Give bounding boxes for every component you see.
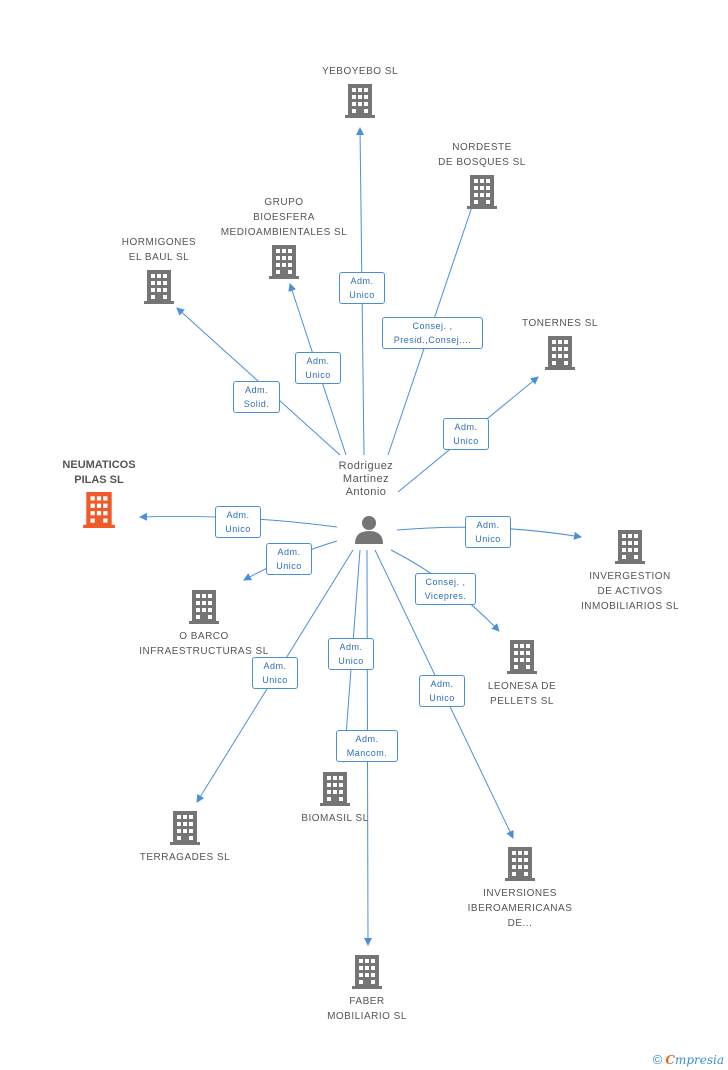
company-faber[interactable]: FABER MOBILIARIO SL [277, 955, 457, 1024]
person-name: Rodriguez Martinez Antonio [338, 460, 394, 498]
building-icon [345, 84, 375, 118]
company-label: FABER MOBILIARIO SL [327, 996, 407, 1022]
company-leonesa[interactable]: LEONESA DE PELLETS SL [432, 640, 612, 709]
building-icon [615, 530, 645, 564]
copyright-symbol: © [652, 1052, 663, 1067]
building-icon [83, 492, 115, 528]
building-icon [352, 955, 382, 989]
company-label: HORMIGONES EL BAUL SL [121, 237, 197, 263]
company-label: INVERSIONES IBEROAMERICANAS DE... [467, 888, 573, 929]
role-nordeste[interactable]: Consej. , Presid.,Consej.... [382, 317, 483, 349]
company-label: TERRAGADES SL [139, 852, 231, 863]
company-hormigones[interactable]: HORMIGONES EL BAUL SL [69, 235, 249, 309]
company-label: GRUPO BIOESFERA MEDIOAMBIENTALES SL [220, 197, 348, 238]
role-inversiones[interactable]: Adm. Unico [419, 675, 465, 707]
company-label: YEBOYEBO SL [321, 66, 399, 77]
role-biomasil-unico[interactable]: Adm. Unico [328, 638, 374, 670]
role-yeboyebo[interactable]: Adm. Unico [339, 272, 385, 304]
role-tonernes[interactable]: Adm. Unico [443, 418, 489, 450]
company-label: NORDESTE DE BOSQUES SL [438, 142, 526, 168]
company-neumaticos[interactable]: NEUMATICOS PILAS SL [9, 458, 189, 533]
role-hormigones[interactable]: Adm. Solid. [233, 381, 280, 413]
building-icon [269, 245, 299, 279]
company-label: TONERNES SL [522, 318, 598, 329]
company-nordeste[interactable]: NORDESTE DE BOSQUES SL [392, 140, 572, 214]
building-icon [189, 590, 219, 624]
building-icon [320, 772, 350, 806]
company-obarco[interactable]: O BARCO INFRAESTRUCTURAS SL [114, 590, 294, 659]
building-icon [467, 175, 497, 209]
brand-name: mpresia [674, 1053, 724, 1067]
building-icon [505, 847, 535, 881]
company-label: NEUMATICOS PILAS SL [62, 459, 136, 486]
company-label: BIOMASIL SL [301, 813, 369, 824]
building-icon [545, 336, 575, 370]
company-label: O BARCO INFRAESTRUCTURAS SL [139, 631, 269, 657]
role-neumaticos[interactable]: Adm. Unico [215, 506, 261, 538]
empresia-logo[interactable]: ©Cmpresia [653, 1052, 724, 1067]
building-icon [507, 640, 537, 674]
company-tonernes[interactable]: TONERNES SL [470, 316, 650, 375]
building-icon [170, 811, 200, 845]
role-terragades[interactable]: Adm. Unico [252, 657, 298, 689]
company-yeboyebo[interactable]: YEBOYEBO SL [270, 64, 450, 123]
brand-initial: C [665, 1053, 675, 1067]
role-obarco[interactable]: Adm. Unico [266, 543, 312, 575]
company-label: LEONESA DE PELLETS SL [487, 681, 557, 707]
building-icon [144, 270, 174, 304]
role-leonesa[interactable]: Consej. , Vicepres. [415, 573, 476, 605]
company-biomasil[interactable]: BIOMASIL SL [245, 772, 425, 826]
company-invergestion[interactable]: INVERGESTION DE ACTIVOS INMOBILIARIOS SL [540, 530, 720, 614]
person-icon [355, 516, 383, 544]
company-terragades[interactable]: TERRAGADES SL [95, 811, 275, 865]
company-grupo[interactable]: GRUPO BIOESFERA MEDIOAMBIENTALES SL [194, 195, 374, 284]
company-label: INVERGESTION DE ACTIVOS INMOBILIARIOS SL [580, 571, 680, 612]
role-grupo[interactable]: Adm. Unico [295, 352, 341, 384]
company-inversiones[interactable]: INVERSIONES IBEROAMERICANAS DE... [430, 847, 610, 931]
role-biomasil-mancom[interactable]: Adm. Mancom. [336, 730, 398, 762]
role-invergestion[interactable]: Adm. Unico [465, 516, 511, 548]
